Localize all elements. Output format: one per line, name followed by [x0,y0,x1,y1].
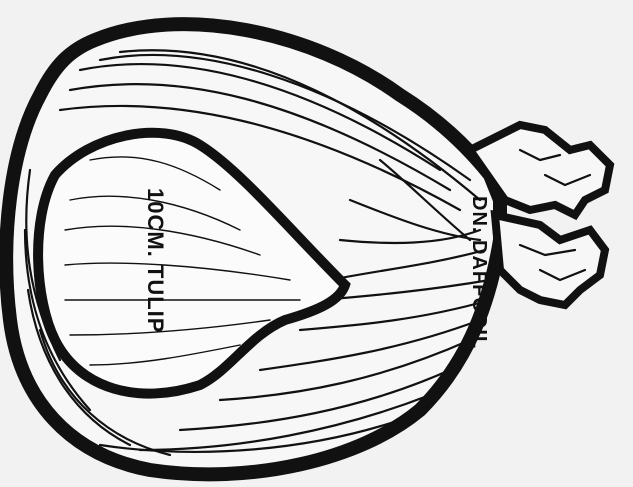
label-tulip: 10CM. TULIP [143,188,168,333]
label-daffodil: DN. DAFFODIL [468,196,490,349]
